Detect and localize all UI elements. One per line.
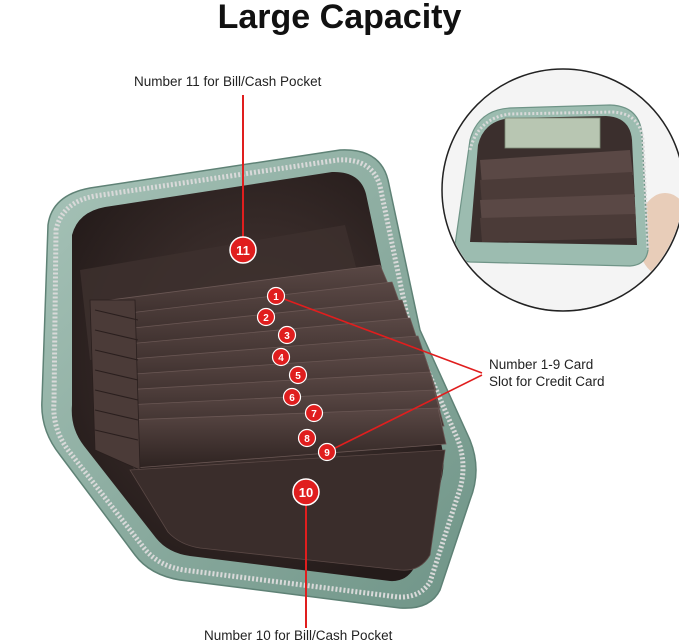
badge-2: 2 [256, 307, 276, 327]
main-wallet [41, 149, 477, 609]
svg-text:8: 8 [304, 434, 310, 445]
page-title: Large Capacity [217, 0, 462, 36]
badge-8: 8 [297, 428, 317, 448]
svg-text:5: 5 [295, 371, 301, 382]
callout-lines [242, 95, 483, 628]
badge-10: 10 [292, 478, 320, 506]
svg-text:9: 9 [324, 448, 330, 459]
svg-text:10: 10 [299, 485, 313, 500]
svg-text:1: 1 [273, 292, 279, 303]
badge-11: 11 [229, 236, 257, 264]
badge-9: 9 [317, 442, 337, 462]
svg-text:7: 7 [311, 409, 317, 420]
badge-6: 6 [282, 387, 302, 407]
svg-text:6: 6 [289, 393, 295, 404]
svg-text:11: 11 [236, 243, 250, 258]
badge-5: 5 [288, 365, 308, 385]
label-card-slots-line1: Number 1-9 Card [489, 357, 594, 372]
inset-wallet-photo [441, 68, 679, 312]
badge-7: 7 [304, 403, 324, 423]
card-slots [89, 264, 447, 471]
svg-text:4: 4 [278, 353, 284, 364]
label-bill-pocket-11: Number 11 for Bill/Cash Pocket [134, 74, 322, 89]
label-card-slots: Number 1-9 Card Slot for Credit Card [489, 356, 605, 390]
badges: 11 1 2 3 4 5 6 [229, 236, 337, 506]
badge-1: 1 [266, 286, 286, 306]
badge-3: 3 [277, 325, 297, 345]
label-card-slots-line2: Slot for Credit Card [489, 374, 605, 389]
svg-text:2: 2 [263, 313, 269, 324]
badge-4: 4 [271, 347, 291, 367]
label-bill-pocket-10: Number 10 for Bill/Cash Pocket [204, 628, 393, 643]
svg-text:3: 3 [284, 331, 290, 342]
